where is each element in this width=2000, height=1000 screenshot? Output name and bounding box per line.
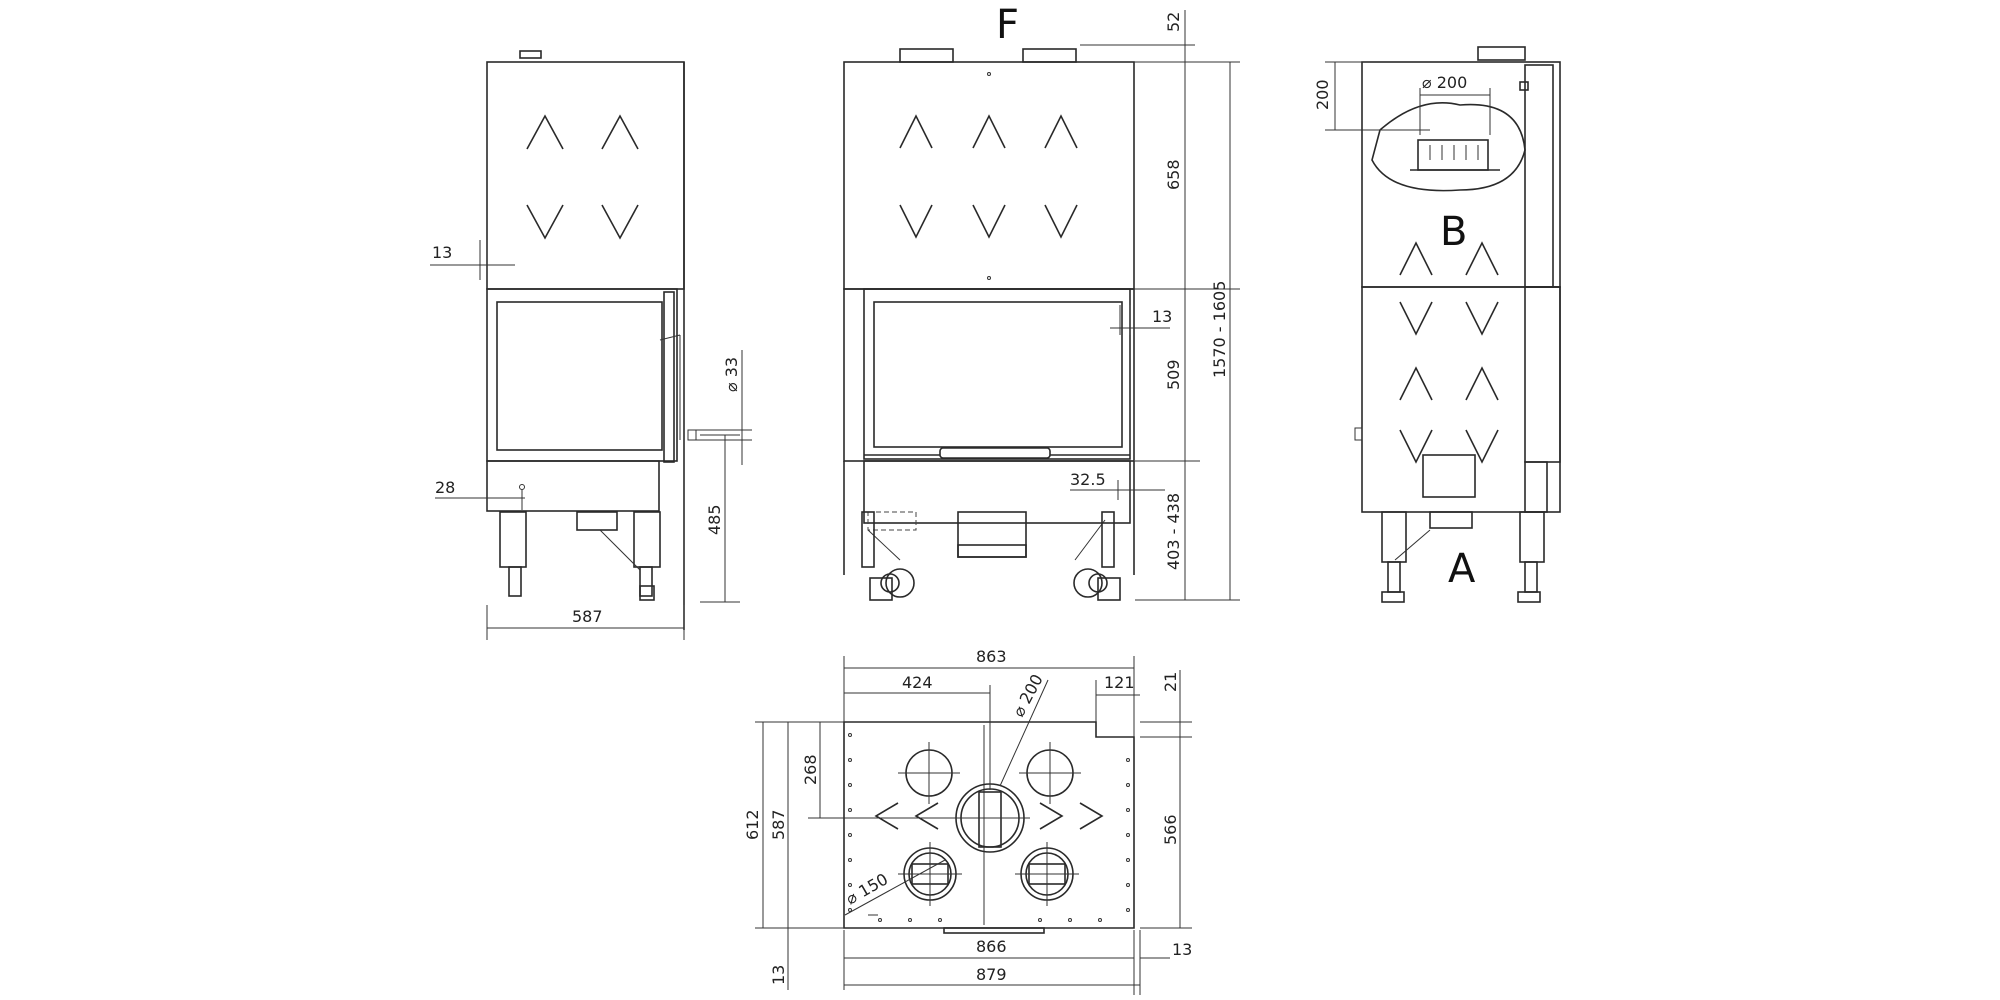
dim-label-424: 424 xyxy=(902,673,933,692)
front-view-label: F xyxy=(996,2,1019,48)
dim-268 xyxy=(808,721,955,819)
dim-label-485: 485 xyxy=(705,504,724,535)
left-side-view: 13 28 587 485 ⌀ 33 xyxy=(430,50,752,640)
dim-label-13-front: 13 xyxy=(1152,307,1172,326)
dim-13-plan-bottom xyxy=(787,928,845,990)
dim-o200-plan xyxy=(999,679,1049,787)
dim-o150 xyxy=(844,859,946,916)
dim-28 xyxy=(435,490,525,510)
dim-label-13-plan-right: 13 xyxy=(1172,940,1192,959)
dim-label-21: 21 xyxy=(1161,672,1180,692)
dim-vertical-front xyxy=(1080,10,1240,601)
plan-arrows xyxy=(874,802,1104,830)
dim-587 xyxy=(486,605,685,640)
dim-label-32-5: 32.5 xyxy=(1070,470,1106,489)
dim-200-vert xyxy=(1325,61,1430,131)
wheel-right xyxy=(1073,511,1121,601)
right-view-label: B xyxy=(1440,209,1467,255)
dim-label-403-438: 403 - 438 xyxy=(1164,493,1183,570)
dim-label-1570-1605: 1570 - 1605 xyxy=(1210,281,1229,378)
dim-o200-right xyxy=(1419,88,1491,135)
dim-label-121: 121 xyxy=(1104,673,1135,692)
dim-label-o33: ⌀ 33 xyxy=(722,357,741,392)
dim-label-587-plan: 587 xyxy=(769,809,788,840)
dim-label-587: 587 xyxy=(572,607,603,626)
dim-label-879: 879 xyxy=(976,965,1007,984)
right-side-view: B A 200 ⌀ 200 xyxy=(1313,46,1561,603)
dim-label-658: 658 xyxy=(1164,159,1183,190)
dim-label-13-left: 13 xyxy=(432,243,452,262)
dim-label-13-plan-bottom: 13 xyxy=(769,965,788,985)
dim-label-268: 268 xyxy=(801,754,820,785)
plan-view: 863 424 ⌀ 200 121 21 566 xyxy=(743,647,1192,995)
plan-outlet-bottom-right xyxy=(1015,842,1079,906)
dim-13-front xyxy=(1110,305,1170,335)
plan-outlet-top-right xyxy=(1019,742,1081,804)
dim-879 xyxy=(844,930,1141,995)
dim-863 xyxy=(843,656,1135,737)
side-bottom-label: A xyxy=(1448,546,1476,592)
plan-holes-dotted xyxy=(848,733,1130,922)
dim-o33 xyxy=(687,350,752,465)
dim-866 xyxy=(844,930,1170,995)
dim-label-200-vert: 200 xyxy=(1313,79,1332,110)
plan-outlet-top-left xyxy=(898,742,960,804)
dim-label-612: 612 xyxy=(743,809,762,840)
dim-label-52: 52 xyxy=(1164,12,1183,32)
vent-marks-left xyxy=(526,114,639,240)
dim-485 xyxy=(700,434,740,603)
wheel-left xyxy=(861,511,915,601)
dim-label-863: 863 xyxy=(976,647,1007,666)
front-view: F xyxy=(843,2,1240,601)
plan-flue-main xyxy=(950,783,1030,853)
flue-cutaway xyxy=(1371,94,1526,192)
dim-label-866: 866 xyxy=(976,937,1007,956)
dim-21 xyxy=(1140,670,1192,745)
dim-label-509: 509 xyxy=(1164,359,1183,390)
dim-612 xyxy=(755,721,844,929)
dim-424 xyxy=(844,685,991,790)
vent-marks-right xyxy=(1399,241,1499,464)
dim-121 xyxy=(1095,680,1140,722)
vent-marks-front xyxy=(899,114,1078,239)
dim-label-o200-right: ⌀ 200 xyxy=(1422,73,1467,92)
dim-32-5 xyxy=(1070,480,1165,500)
plan-outlet-bottom-left xyxy=(898,842,962,906)
dim-566 xyxy=(1140,737,1192,929)
dim-13-left xyxy=(430,240,515,280)
dim-label-566: 566 xyxy=(1161,814,1180,845)
dim-label-28: 28 xyxy=(435,478,455,497)
